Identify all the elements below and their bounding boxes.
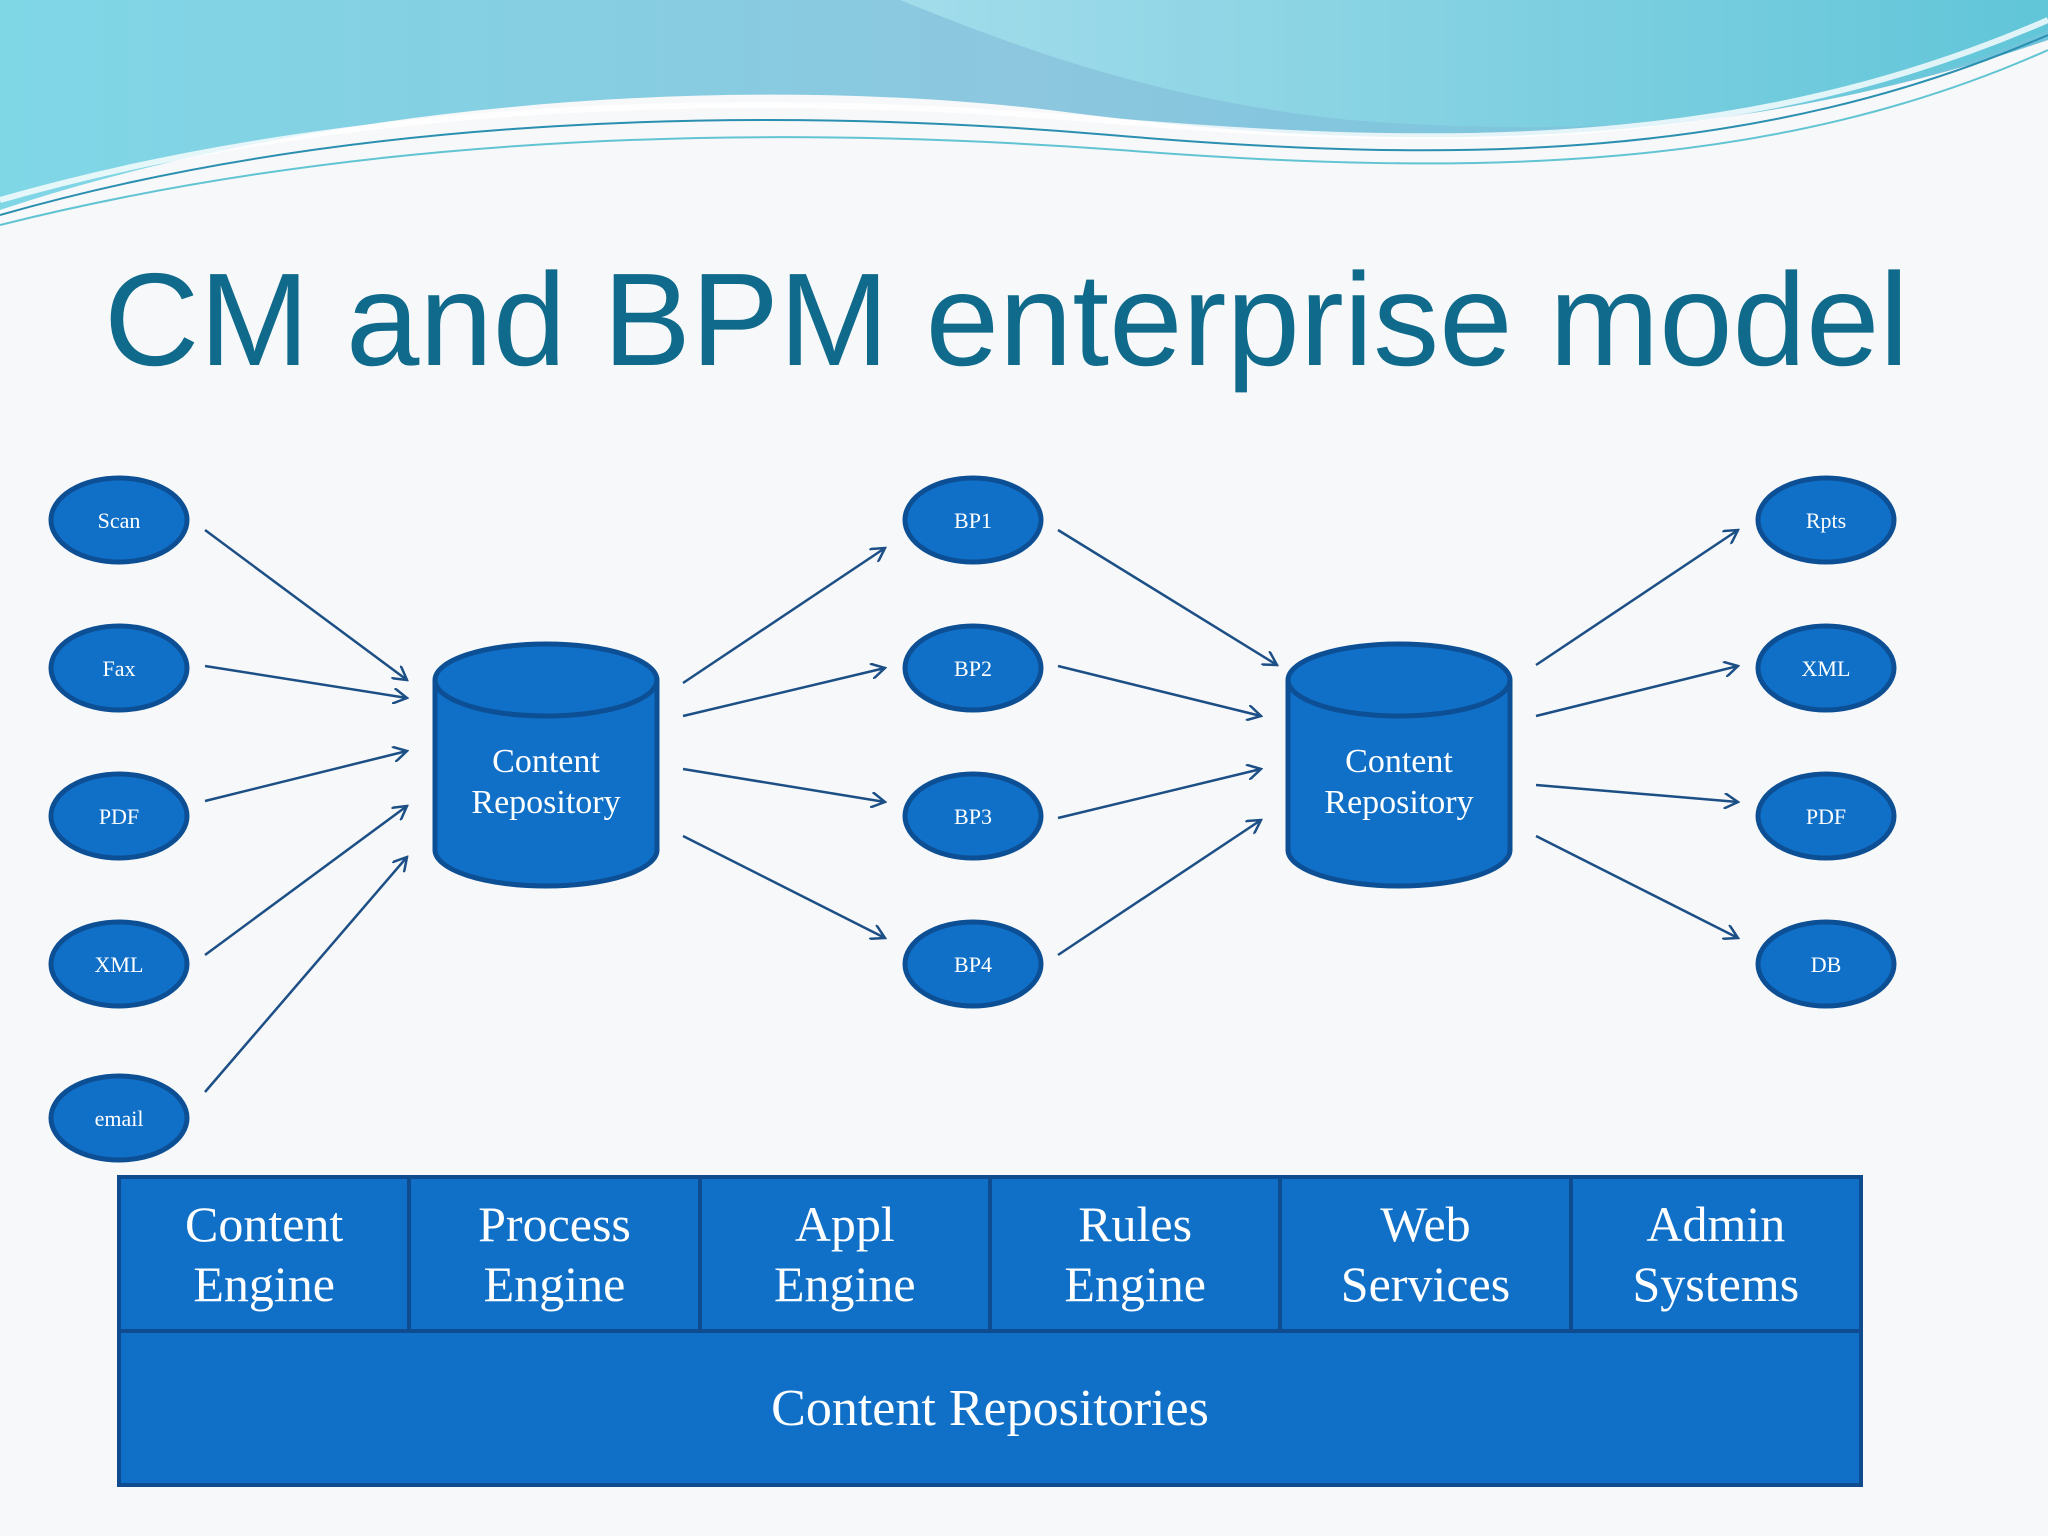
arrow-bp2-to-repository (1057, 664, 1261, 716)
arrow-repository-to-bp2 (682, 668, 885, 718)
output-label-xml: XML (1802, 656, 1851, 681)
arrow-repository-to-rpts (1535, 530, 1738, 667)
decorative-wave-header (0, 0, 2048, 226)
admin-systems-block: Admin Systems (1572, 1179, 1859, 1333)
engine-row: Content Engine Process Engine Appl Engin… (121, 1179, 1859, 1333)
repository-right-line2: Repository (1324, 784, 1473, 821)
arrow-pdf-to-repository (204, 751, 407, 803)
process-node-bp4: BP4 (902, 919, 1044, 1009)
rules-engine-block: Rules Engine (991, 1179, 1283, 1333)
process-label-bp3: BP3 (954, 804, 992, 829)
process-node-bp2: BP2 (902, 623, 1044, 713)
arrow-repository-to-bp3 (682, 767, 885, 802)
content-repository-left: Content Repository (432, 641, 660, 889)
process-label-bp4: BP4 (954, 952, 992, 977)
process-label-bp1: BP1 (954, 508, 992, 533)
arrow-repository-to-db (1535, 834, 1738, 938)
process-engine-block: Process Engine (411, 1179, 702, 1333)
input-label-xml: XML (95, 952, 144, 977)
output-label-db: DB (1811, 952, 1842, 977)
input-node-scan: Scan (48, 475, 190, 565)
output-label-rpts: Rpts (1806, 508, 1846, 533)
arrow-scan-to-repository (204, 528, 407, 680)
architecture-stack: Content Engine Process Engine Appl Engin… (117, 1175, 1863, 1487)
input-node-xml: XML (48, 919, 190, 1009)
arrow-repository-to-pdf (1535, 783, 1738, 802)
slide-title: CM and BPM enterprise model (104, 246, 1909, 393)
arrow-bp4-to-repository (1057, 820, 1261, 957)
process-out-arrows (1057, 528, 1277, 957)
output-arrows (1535, 530, 1738, 938)
arrow-repository-to-bp1 (682, 548, 885, 685)
arrow-bp1-to-repository (1057, 528, 1277, 665)
input-label-pdf: PDF (99, 804, 139, 829)
output-node-db: DB (1755, 919, 1897, 1009)
output-nodes: Rpts XML PDF DB (1755, 475, 1897, 1009)
process-label-bp2: BP2 (954, 656, 992, 681)
output-node-rpts: Rpts (1755, 475, 1897, 565)
output-label-pdf: PDF (1806, 804, 1846, 829)
web-services-block: Web Services (1282, 1179, 1573, 1333)
repository-left-line2: Repository (471, 784, 620, 821)
input-label-fax: Fax (103, 656, 136, 681)
arrow-xml-to-repository (204, 806, 407, 957)
input-nodes: Scan Fax PDF XML email (48, 475, 190, 1163)
repository-left-line1: Content (492, 743, 600, 780)
input-arrows (204, 528, 407, 1093)
content-repositories-block: Content Repositories (121, 1333, 1859, 1483)
process-node-bp3: BP3 (902, 771, 1044, 861)
arrow-email-to-repository (204, 857, 407, 1093)
appl-engine-block: Appl Engine (701, 1179, 992, 1333)
content-engine-block: Content Engine (121, 1179, 412, 1333)
process-node-bp1: BP1 (902, 475, 1044, 565)
repository-right-line1: Content (1345, 743, 1453, 780)
process-nodes: BP1 BP2 BP3 BP4 (902, 475, 1044, 1009)
output-node-xml: XML (1755, 623, 1897, 713)
input-node-email: email (48, 1073, 190, 1163)
process-in-arrows (682, 548, 885, 938)
input-node-pdf: PDF (48, 771, 190, 861)
arrow-repository-to-bp4 (682, 834, 885, 938)
input-node-fax: Fax (48, 623, 190, 713)
arrow-repository-to-xml (1535, 666, 1738, 718)
input-label-email: email (95, 1106, 144, 1131)
arrow-bp3-to-repository (1057, 769, 1261, 820)
input-label-scan: Scan (98, 508, 141, 533)
arrow-fax-to-repository (204, 664, 407, 698)
output-node-pdf: PDF (1755, 771, 1897, 861)
content-repository-right: Content Repository (1285, 641, 1513, 889)
